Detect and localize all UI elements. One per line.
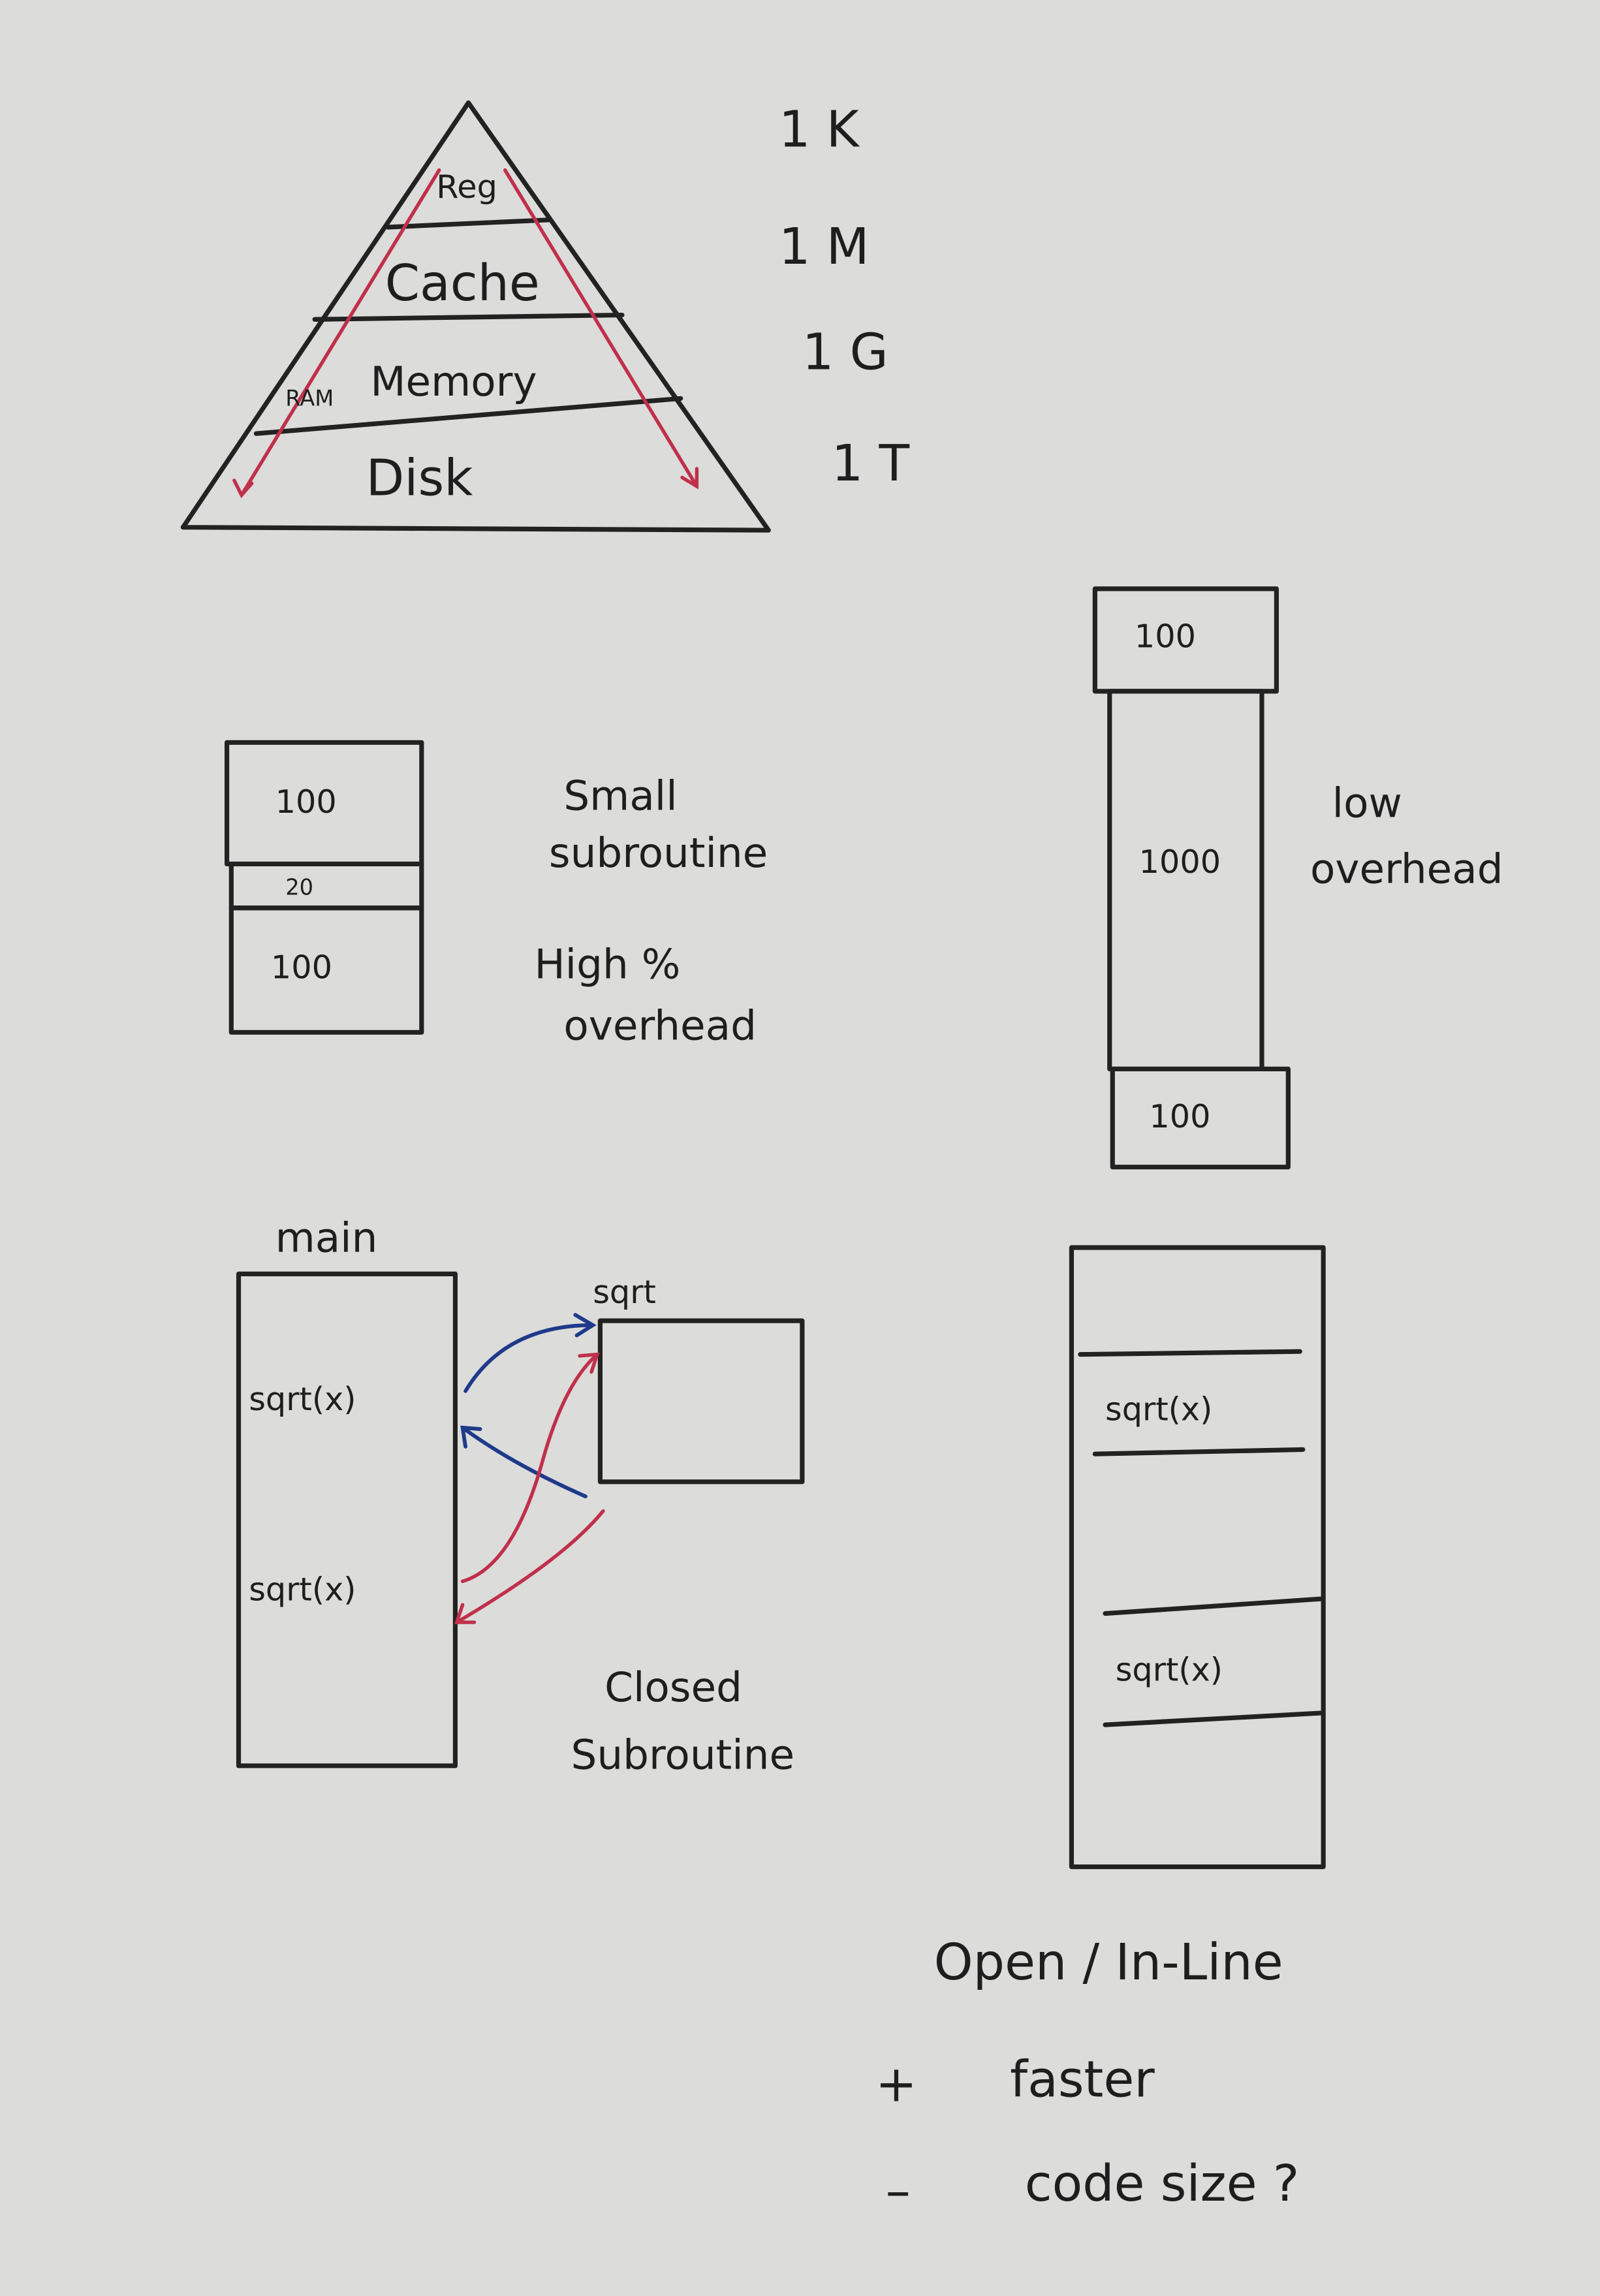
memory-hierarchy-pyramid: Reg Cache RAM Memory Disk 1 K 1 M 1 G 1 … <box>180 101 910 533</box>
inlined-call: sqrt(x) <box>1116 1651 1223 1689</box>
divider <box>1092 1447 1306 1456</box>
level-disk: Disk <box>366 448 473 507</box>
pro-text: faster <box>1010 2051 1155 2109</box>
red-call-arrow <box>460 1352 600 1583</box>
note-line: High % <box>534 940 680 988</box>
level-divider <box>385 217 552 230</box>
inline-title: Open / In-Line <box>934 1933 1283 1991</box>
inline-diagram: sqrt(x) sqrt(x) Open / In-Line + faster … <box>875 1245 1326 2220</box>
large-subroutine-diagram: 100 1000 100 low overhead <box>1092 586 1503 1170</box>
ram-label: RAM <box>285 386 334 411</box>
red-arrow-left <box>232 168 441 499</box>
sqrt-label: sqrt <box>593 1273 656 1311</box>
title-line: subroutine <box>549 829 768 877</box>
closed-subroutine-diagram: main sqrt(x) sqrt(x) sqrt Closed Subrout… <box>236 1214 805 1778</box>
block-size: 100 <box>1135 618 1196 655</box>
note-line: overhead <box>563 1002 757 1050</box>
block <box>228 905 424 1035</box>
divider <box>1103 1596 1323 1616</box>
caption-line: Closed <box>604 1663 742 1711</box>
block-size: 100 <box>271 948 332 986</box>
note-line: low <box>1332 779 1402 827</box>
call-site: sqrt(x) <box>249 1570 356 1608</box>
size-label: 1 M <box>779 217 870 275</box>
pro-sign: + <box>875 2054 917 2113</box>
block-size: 100 <box>275 783 337 821</box>
inlined-call: sqrt(x) <box>1105 1391 1212 1428</box>
level-cache: Cache <box>385 254 540 312</box>
small-subroutine-diagram: 100 20 100 Small subroutine High % overh… <box>224 740 768 1050</box>
blue-call-arrow <box>463 1313 597 1393</box>
caption-line: Subroutine <box>571 1731 795 1778</box>
inline-box <box>1069 1245 1326 1870</box>
call-site: sqrt(x) <box>249 1380 356 1418</box>
main-label: main <box>275 1214 378 1262</box>
red-return-arrow <box>454 1509 605 1624</box>
con-text: code size ? <box>1025 2154 1300 2212</box>
level-divider <box>312 312 625 322</box>
block-size: 100 <box>1149 1097 1210 1135</box>
divider <box>1078 1349 1302 1357</box>
note-line: overhead <box>1310 845 1503 893</box>
red-arrow-right <box>503 168 699 490</box>
block-size: 1000 <box>1139 843 1221 881</box>
divider <box>1103 1710 1323 1727</box>
level-memory: Memory <box>370 358 537 405</box>
title-line: Small <box>563 772 677 819</box>
size-label: 1 T <box>832 434 910 492</box>
block-size: 20 <box>285 875 313 900</box>
sqrt-box <box>597 1318 805 1485</box>
main-box <box>236 1271 458 1769</box>
size-label: 1 K <box>779 101 860 159</box>
block <box>1110 1066 1291 1170</box>
level-reg: Reg <box>436 168 497 206</box>
size-label: 1 G <box>802 323 888 381</box>
con-sign: – <box>886 2162 911 2220</box>
level-divider <box>253 396 683 436</box>
blue-return-arrow <box>460 1425 588 1499</box>
